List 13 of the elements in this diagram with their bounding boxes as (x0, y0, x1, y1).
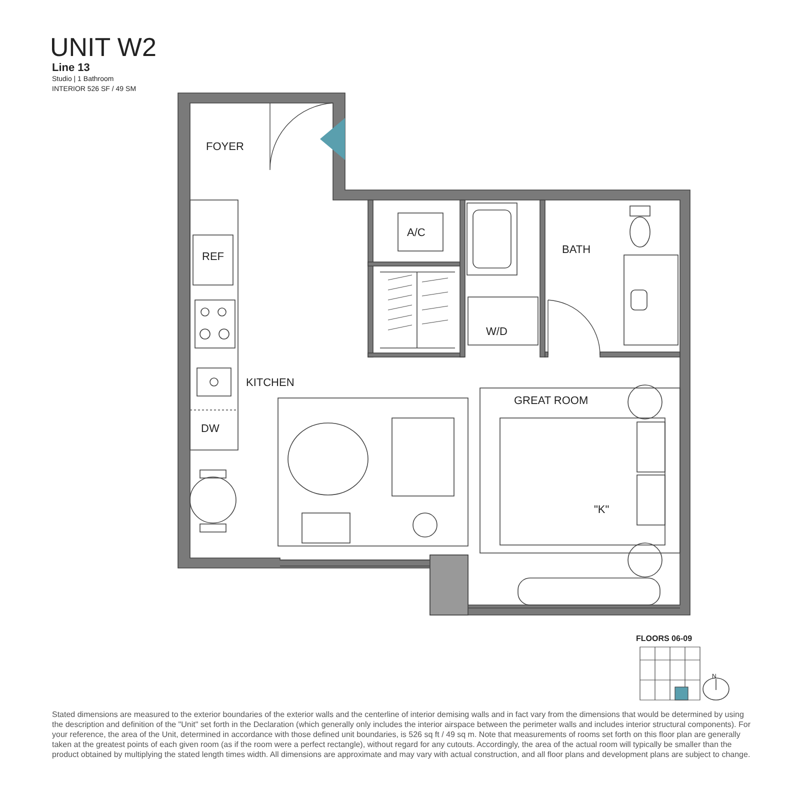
appliance-label: REF (202, 251, 224, 265)
room-label: BATH (562, 244, 591, 258)
room-label: A/C (407, 227, 426, 241)
sub-heading: Line 13 (52, 62, 90, 76)
unit-title: UNIT W2 (50, 34, 156, 60)
appliance-label: W/D (486, 326, 508, 340)
appliance-label: DW (201, 423, 220, 437)
bed-label: "K" (594, 504, 610, 518)
disclaimer-text: Stated dimensions are measured to the exterior boundaries of the exterior walls and the centerline of interior demising walls and in fact vary from the dimensions that would be determined by using the description and definition of the "Unit" set forth in the Declaration (which generally only includes the interior airspace between the perimeter walls and includes interior structural components). For your reference, the area of the Unit, determined in accordance with those defined unit boundaries, is 526 sq ft / 49 sq m. Note that measurements of rooms set forth on this floor plan are generally taken at the greatest points of each given room (as if the room were a perfect rectangle), without regard for any cutouts. Accordingly, the area of the actual room will typically be smaller than the product obtained by multiplying the stated length times width. All dimensions are approximate and may vary with actual construction, and all floor plans and development plans are subject to change. (52, 710, 752, 760)
room-label: KITCHEN (246, 377, 294, 391)
room-label: GREAT ROOM (514, 395, 588, 409)
key-plan-title: FLOORS 06-09 (636, 634, 692, 644)
room-label: FOYER (206, 141, 244, 155)
